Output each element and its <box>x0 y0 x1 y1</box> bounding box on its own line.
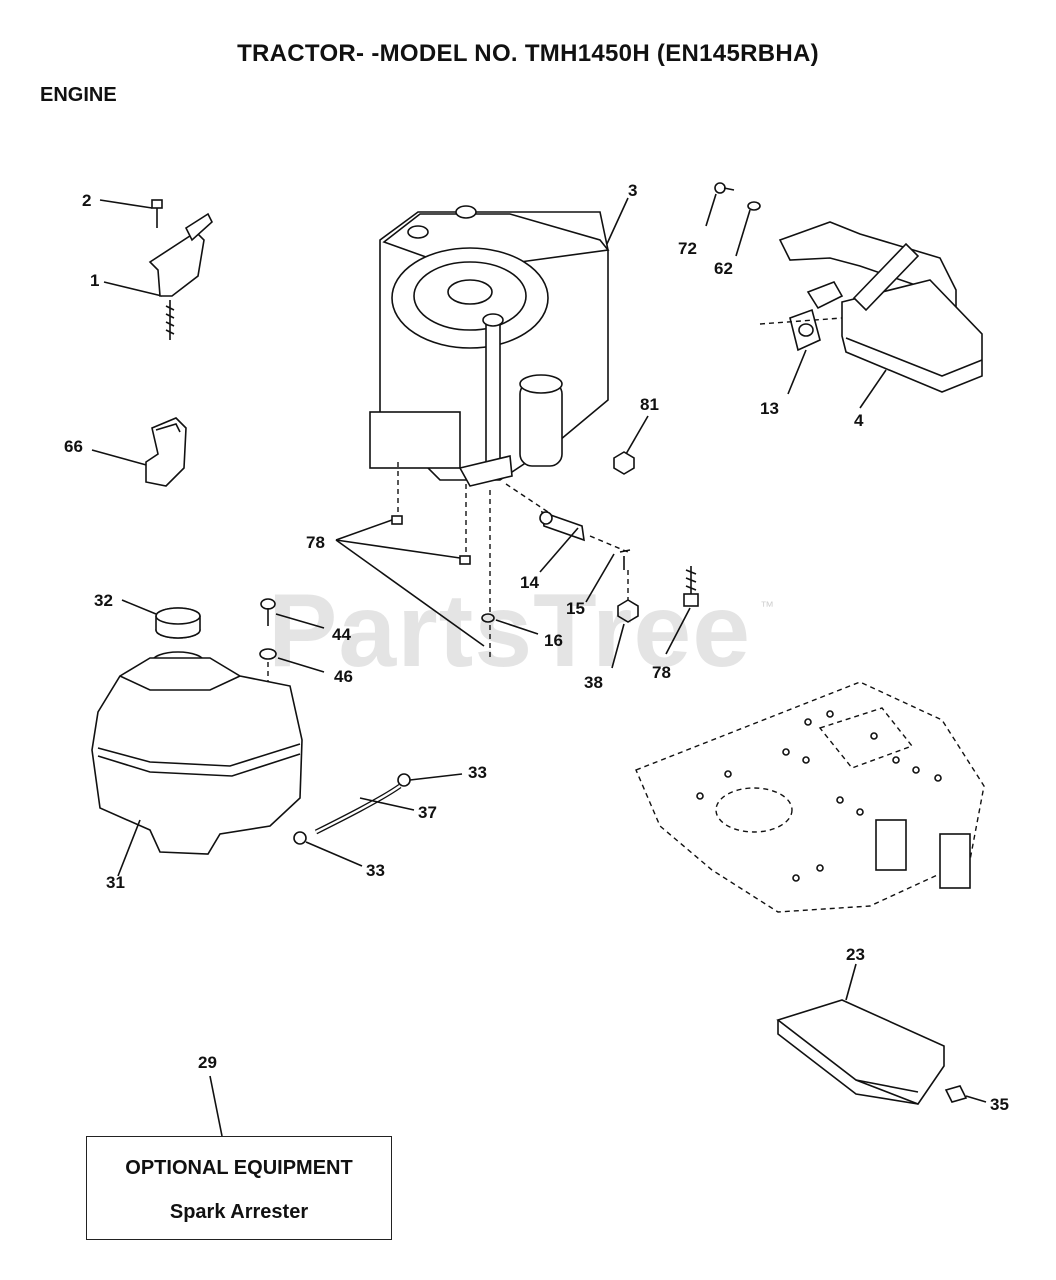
shield-part <box>776 963 987 1105</box>
callout-32: 32 <box>94 591 113 610</box>
callout-3: 3 <box>628 181 637 200</box>
fastener-group <box>335 462 639 669</box>
callout-16: 16 <box>544 631 563 650</box>
trademark-symbol: ™ <box>760 598 774 614</box>
callout-23: 23 <box>846 945 865 964</box>
fuel-cap-part <box>121 599 201 639</box>
fuel-tank-part <box>91 651 303 877</box>
callout-78-right: 78 <box>652 663 671 682</box>
callout-29: 29 <box>198 1053 217 1072</box>
callout-38: 38 <box>584 673 603 692</box>
callout-13: 13 <box>760 399 779 418</box>
callout-33-lower: 33 <box>366 861 385 880</box>
callout-66: 66 <box>64 437 83 456</box>
throttle-control-part <box>99 199 213 340</box>
callout-15: 15 <box>566 599 585 618</box>
callout-46: 46 <box>334 667 353 686</box>
callout-4: 4 <box>854 411 864 430</box>
watermark-logo: PartsTree <box>268 573 752 689</box>
optional-equipment-box: OPTIONAL EQUIPMENT Spark Arrester <box>86 1136 392 1240</box>
bracket-part <box>91 417 187 487</box>
callout-37: 37 <box>418 803 437 822</box>
optional-equipment-title: OPTIONAL EQUIPMENT <box>125 1157 353 1179</box>
callout-44: 44 <box>332 625 351 644</box>
optional-equipment-item: Spark Arrester <box>169 1201 309 1223</box>
callout-35: 35 <box>990 1095 1009 1114</box>
fuel-line-part <box>293 773 463 867</box>
callout-72: 72 <box>678 239 697 258</box>
frame-plate-part <box>635 681 985 913</box>
callout-1: 1 <box>90 271 99 290</box>
optional-equipment-leader <box>209 1075 223 1137</box>
callout-31: 31 <box>106 873 125 892</box>
callout-62: 62 <box>714 259 733 278</box>
callout-2: 2 <box>82 191 91 210</box>
section-label: ENGINE <box>40 84 117 106</box>
callout-14: 14 <box>520 573 539 592</box>
callout-81: 81 <box>640 395 659 414</box>
callout-78: 78 <box>306 533 325 552</box>
callout-labels: 2 1 66 3 72 62 13 4 81 78 14 15 32 44 46… <box>64 181 1009 1114</box>
muffler-part <box>705 182 983 409</box>
engine-part <box>369 197 629 487</box>
bolt-part <box>665 566 699 655</box>
nut-part <box>613 415 649 475</box>
diagram-title: TRACTOR- -MODEL NO. TMH1450H (EN145RBHA) <box>237 40 819 67</box>
callout-33-upper: 33 <box>468 763 487 782</box>
